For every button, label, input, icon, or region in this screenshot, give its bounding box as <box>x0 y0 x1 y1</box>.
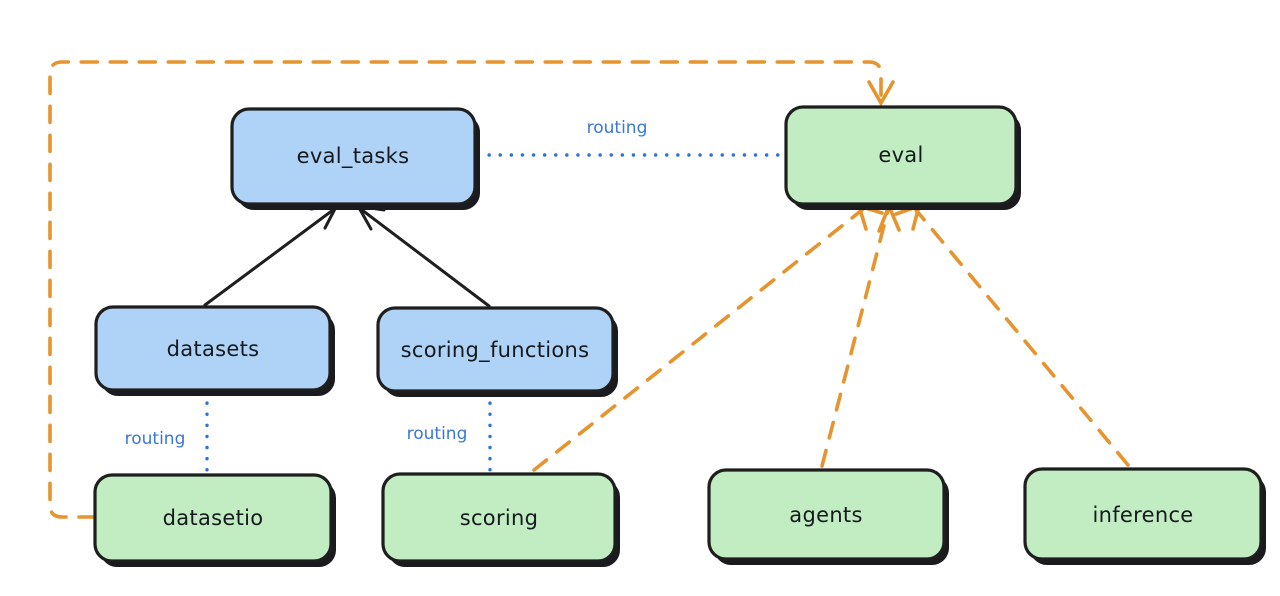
edge-path-agents-eval <box>820 208 890 468</box>
solid-edges-group <box>203 203 491 308</box>
edge-agents-to-eval <box>820 201 901 468</box>
edge-path-datasetio-eval <box>48 60 883 519</box>
node-scoring-functions[interactable]: scoring_functions <box>376 306 618 397</box>
node-eval[interactable]: eval <box>784 105 1021 210</box>
node-body-inference <box>1023 467 1263 561</box>
node-body-scoring-functions <box>376 306 615 393</box>
node-label-eval-tasks: eval_tasks <box>297 144 410 169</box>
edge-path-scoring-eval <box>532 208 864 472</box>
node-body-eval <box>784 105 1018 206</box>
node-label-scoring: scoring <box>460 506 539 530</box>
node-scoring[interactable]: scoring <box>381 472 620 567</box>
edge-label-routing-scoring: routing <box>407 424 468 444</box>
node-label-eval: eval <box>878 143 923 167</box>
node-agents[interactable]: agents <box>707 468 949 565</box>
edge-scoringfns-to-evaltasks <box>355 204 491 308</box>
edge-path-datasets-evaltasks <box>203 208 335 307</box>
edge-label-routing-eval: routing <box>587 118 648 138</box>
edge-inference-to-eval <box>894 203 1130 467</box>
node-label-scoring-functions: scoring_functions <box>401 338 590 363</box>
routing-edges-group <box>205 153 786 475</box>
node-datasetio[interactable]: datasetio <box>93 473 336 567</box>
node-datasets[interactable]: datasets <box>94 305 335 396</box>
edge-path-inference-eval <box>914 208 1130 467</box>
node-label-inference: inference <box>1092 503 1193 527</box>
node-eval-tasks[interactable]: eval_tasks <box>230 107 480 210</box>
node-body-datasetio <box>93 473 333 563</box>
node-body-scoring <box>381 472 617 563</box>
node-inference[interactable]: inference <box>1023 467 1266 565</box>
node-label-agents: agents <box>789 503 862 527</box>
node-body-eval-tasks <box>230 107 477 206</box>
arrowhead-datasetio-eval <box>867 80 895 107</box>
node-body-agents <box>707 468 946 561</box>
node-label-datasets: datasets <box>167 337 260 361</box>
edge-labels-group: routing routing routing <box>125 118 648 449</box>
node-label-datasetio: datasetio <box>163 506 264 530</box>
dependency-edges-group <box>48 60 1130 519</box>
edge-datasetio-to-eval <box>48 60 895 519</box>
edge-label-routing-datasetio: routing <box>125 429 186 449</box>
edge-datasets-to-evaltasks <box>203 203 340 307</box>
nodes-group: eval_tasks eval datasets scoring_functio… <box>93 105 1266 567</box>
node-body-datasets <box>94 305 332 392</box>
edge-path-scoringfns-evaltasks <box>360 208 491 308</box>
